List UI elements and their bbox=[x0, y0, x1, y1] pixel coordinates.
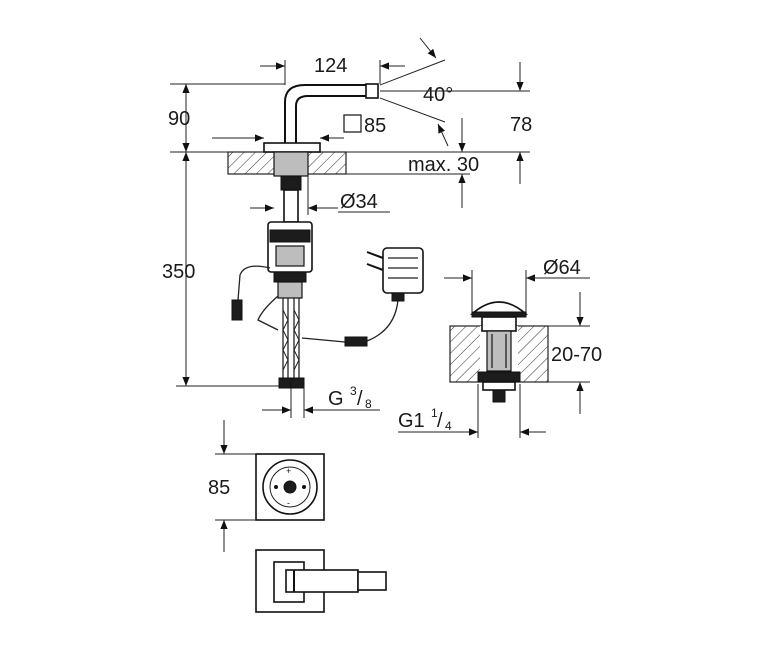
dim-78-label: 78 bbox=[510, 114, 532, 136]
drain-washer bbox=[482, 381, 516, 391]
mounting-shank bbox=[273, 151, 309, 177]
dim-2070-label: 20-70 bbox=[551, 344, 602, 366]
power-cable-b bbox=[366, 299, 399, 342]
hose-fitting-left bbox=[278, 377, 293, 389]
hose-left-braid bbox=[282, 309, 289, 371]
angle-ray-bottom bbox=[379, 97, 446, 123]
mounting-nut bbox=[280, 175, 302, 191]
control-dial-inner bbox=[269, 466, 311, 508]
power-connector bbox=[344, 336, 368, 347]
dim-c85-label: 85 bbox=[208, 477, 230, 499]
dim-124-label: 124 bbox=[314, 55, 347, 77]
angle-ray-top bbox=[379, 59, 446, 86]
adapter-ribs bbox=[388, 257, 418, 279]
dim-g114-prefix: G1 bbox=[398, 410, 425, 432]
connector-block bbox=[277, 281, 303, 299]
power-cable-a bbox=[301, 337, 346, 343]
sensor-cable bbox=[237, 265, 271, 301]
dim-g38-num: 3 bbox=[350, 384, 357, 398]
dim-d34-label: Ø34 bbox=[340, 191, 378, 213]
dial-plus: + bbox=[286, 466, 291, 476]
base-flange bbox=[263, 142, 321, 153]
spout-top-outlet bbox=[357, 571, 387, 591]
dim-g38-slash: / bbox=[357, 388, 363, 410]
dim-sq85-label: 85 bbox=[364, 115, 386, 137]
spout-top-arm bbox=[285, 569, 359, 593]
dial-dot-right bbox=[302, 485, 306, 489]
sensor-plug bbox=[231, 299, 243, 321]
hose-right-braid bbox=[293, 309, 300, 371]
drain-body bbox=[486, 330, 512, 372]
dim-350-label: 350 bbox=[162, 261, 195, 283]
dim-g114-den: 4 bbox=[445, 419, 452, 433]
adapter-cable-exit bbox=[391, 292, 405, 302]
faucet-side-view: 124 40° 78 max. 30 90 85 Ø34 bbox=[162, 37, 532, 418]
dim-g114-slash: / bbox=[437, 410, 443, 432]
dial-minus: - bbox=[287, 498, 290, 508]
waste-drain-view: Ø64 20-70 G1 1 / 4 bbox=[398, 257, 602, 438]
control-box-panel bbox=[275, 245, 305, 267]
dim-g38-den: 8 bbox=[365, 397, 372, 411]
square-symbol-icon bbox=[343, 114, 362, 133]
spout-outlet bbox=[365, 83, 379, 99]
dim-d64-label: Ø64 bbox=[543, 257, 581, 279]
power-adapter bbox=[382, 247, 424, 294]
adapter-prongs bbox=[366, 251, 384, 271]
dim-g114-num: 1 bbox=[431, 406, 438, 420]
drain-tail bbox=[492, 389, 506, 403]
threaded-rod bbox=[283, 189, 299, 223]
sensor-cable-loop bbox=[257, 295, 279, 331]
dial-dot-left bbox=[274, 485, 278, 489]
spout-top-view bbox=[255, 549, 387, 613]
drain-nut bbox=[477, 371, 521, 383]
control-panel-view: + - 85 bbox=[208, 420, 325, 552]
angle-40-label: 40° bbox=[423, 84, 453, 106]
hose-fitting-right bbox=[290, 377, 305, 389]
control-box-band bbox=[269, 229, 311, 243]
valve-block bbox=[273, 271, 307, 283]
angle-arrow-top bbox=[419, 37, 437, 59]
dim-90-label: 90 bbox=[168, 108, 190, 130]
control-dial-center bbox=[283, 480, 297, 494]
angle-arrow-bottom bbox=[437, 123, 449, 147]
dim-max30-label: max. 30 bbox=[408, 154, 479, 176]
spout-inner bbox=[295, 95, 368, 145]
drain-flange bbox=[481, 316, 517, 332]
spout-outer bbox=[284, 84, 368, 145]
dim-g38-prefix: G bbox=[328, 388, 344, 410]
